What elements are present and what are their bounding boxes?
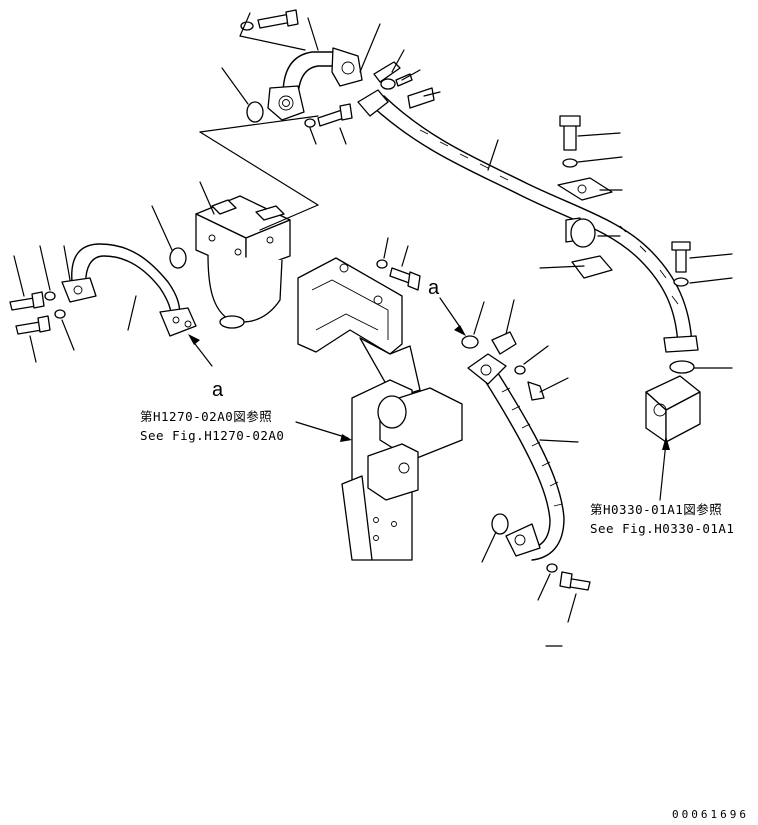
mounting-bracket — [297, 257, 421, 399]
pump-assembly — [341, 379, 463, 561]
arrow-a-left — [188, 334, 213, 367]
marker-a-left: a — [212, 379, 224, 401]
long-hose — [357, 89, 699, 353]
ref-right-jp: 第H0330-01A1図参照 — [590, 502, 722, 517]
lower-hose — [467, 353, 565, 561]
left-bolts — [9, 291, 66, 335]
arrow-a-right — [439, 297, 466, 336]
lower-flange-parts — [461, 331, 591, 591]
o-ring-right — [669, 360, 695, 374]
filter-assembly — [195, 195, 291, 329]
o-ring-top — [246, 101, 264, 123]
leader-lines-top — [151, 17, 733, 369]
valve-block — [645, 375, 701, 443]
bracket-bolt — [376, 237, 421, 291]
mid-bolt-near-elbow — [304, 103, 353, 128]
marker-a-right: a — [428, 277, 440, 299]
split-flange-top — [373, 61, 435, 109]
top-elbow-pipe — [267, 47, 363, 121]
ref-left-jp: 第H1270-02A0図参照 — [140, 409, 272, 424]
clamp-bracket — [557, 177, 613, 279]
ref-left-en: See Fig.H1270-02A0 — [140, 428, 284, 443]
leader-lines-lower — [473, 299, 579, 647]
arrow-ref-right — [659, 436, 670, 501]
arrow-ref-left — [295, 421, 352, 442]
ref-right-en: See Fig.H0330-01A1 — [590, 521, 734, 536]
right-bolt — [671, 241, 691, 287]
top-bolt — [239, 9, 306, 51]
o-ring-filter — [169, 247, 187, 269]
leader-lines-left — [13, 245, 137, 363]
drawing-code: 00061696 — [672, 808, 749, 821]
clamp-bolt-right — [559, 115, 581, 168]
left-elbow-pipe — [61, 243, 197, 337]
